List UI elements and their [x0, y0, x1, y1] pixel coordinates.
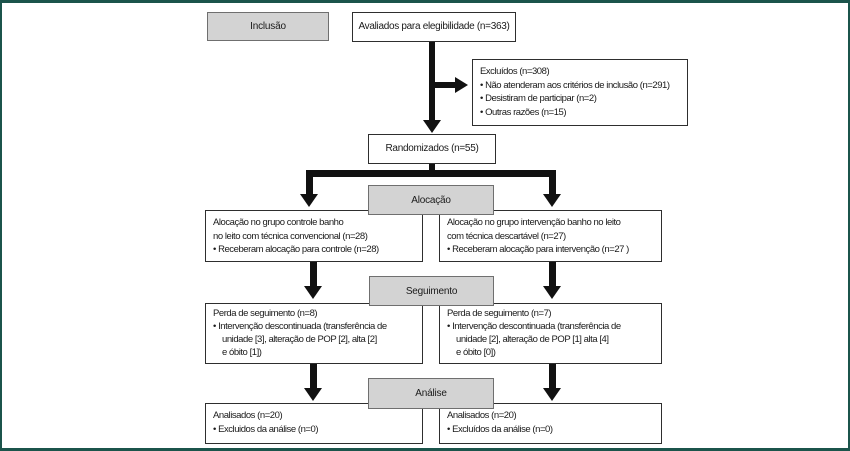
arrow-head [543, 286, 561, 299]
box-line: Alocação no grupo intervenção banho no l… [447, 217, 621, 228]
box-line: Excluídos (n=308) [480, 66, 550, 77]
box-line: Analisados (n=20) [213, 410, 283, 421]
followup-intervention-box: Perda de seguimento (n=7) • Intervenção … [439, 303, 662, 364]
eligibility-box: Avaliados para elegibilidade (n=363) [352, 12, 516, 42]
arrow-shaft [549, 262, 556, 286]
box-line: • Desistiram de participar (n=2) [480, 93, 597, 104]
stage-label-analysis: Análise [368, 378, 494, 409]
arrow-shaft [429, 164, 435, 171]
arrow-shaft [310, 364, 317, 388]
arrow-shaft [432, 82, 455, 88]
box-line: com técnica descartável (n=27) [447, 230, 566, 242]
box-line: e óbito [0]) [456, 347, 496, 358]
arrow-crossbar [306, 170, 556, 177]
box-line: • Não atenderam aos critérios de inclusã… [480, 79, 670, 91]
arrow-head [543, 388, 561, 401]
stage-label-inclusion: Inclusão [207, 12, 329, 41]
box-line: • Outras razões (n=15) [480, 106, 567, 118]
randomized-box: Randomizados (n=55) [368, 134, 496, 164]
box-line: Alocação no grupo controle banho [213, 217, 344, 228]
arrow-head [304, 388, 322, 401]
excluded-box: Excluídos (n=308) • Não atenderam aos cr… [472, 59, 688, 126]
box-line: • Excluidos da análise (n=0) [213, 423, 319, 435]
followup-control-box: Perda de seguimento (n=8) • Intervenção … [205, 303, 423, 364]
box-line: Perda de seguimento (n=7) [447, 308, 552, 319]
box-line: Perda de seguimento (n=8) [213, 308, 318, 319]
arrow-head [455, 77, 468, 93]
arrow-shaft [306, 170, 313, 194]
analysis-intervention-box: Analisados (n=20) • Excluídos da análise… [439, 403, 662, 444]
box-line: unidade [3], alteração de POP [2], alta … [222, 334, 377, 345]
arrow-shaft [310, 262, 317, 286]
box-line: • Receberam alocação para controle (n=28… [213, 244, 379, 255]
arrow-head [304, 286, 322, 299]
arrow-shaft [549, 364, 556, 388]
allocation-control-box: Alocação no grupo controle banho no leit… [205, 210, 423, 262]
allocation-intervention-box: Alocação no grupo intervenção banho no l… [439, 210, 662, 262]
box-line: • Intervenção descontinuada (transferênc… [213, 321, 387, 332]
box-line: • Receberam alocação para intervenção (n… [447, 244, 629, 255]
analysis-control-box: Analisados (n=20) • Excluidos da análise… [205, 403, 423, 444]
eligibility-text: Avaliados para elegibilidade (n=363) [358, 21, 510, 33]
randomized-text: Randomizados (n=55) [385, 143, 479, 155]
arrow-head [423, 120, 441, 133]
arrow-shaft [549, 170, 556, 194]
arrow-head [543, 194, 561, 207]
box-line: no leito com técnica convencional (n=28) [213, 230, 368, 242]
arrow-head [300, 194, 318, 207]
box-line: • Intervenção descontinuada (transferênc… [447, 321, 621, 332]
box-line: • Excluídos da análise (n=0) [447, 423, 553, 435]
stage-label-allocation: Alocação [368, 185, 494, 215]
stage-label-followup: Seguimento [369, 276, 494, 306]
box-line: unidade [2], alteração de POP [1] alta [… [456, 334, 609, 345]
box-line: e óbito [1]) [222, 347, 262, 358]
arrow-shaft [429, 42, 435, 120]
box-line: Analisados (n=20) [447, 410, 517, 421]
